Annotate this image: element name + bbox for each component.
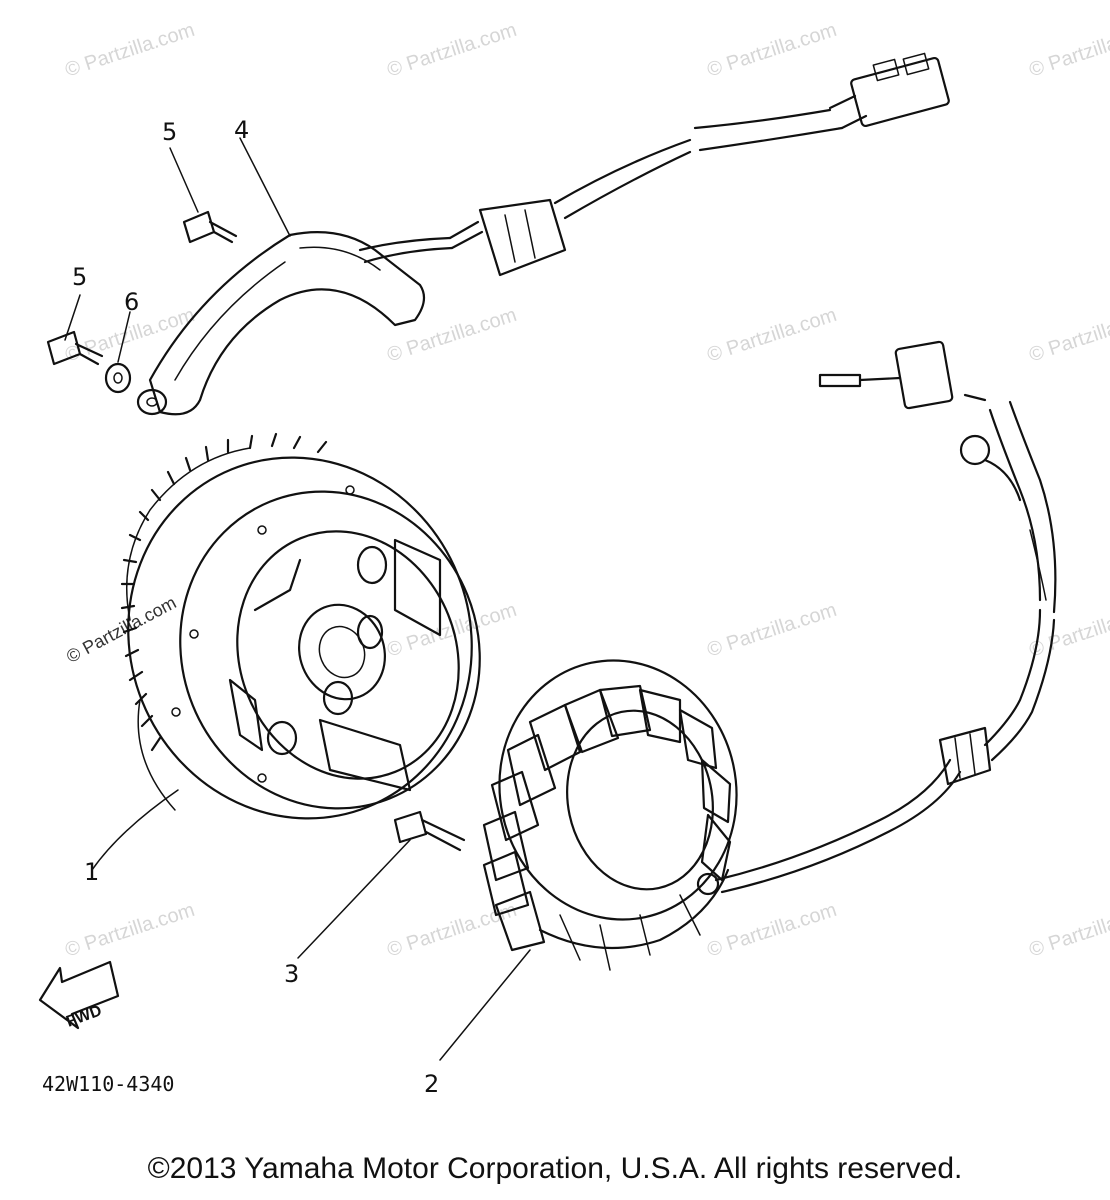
stator-assembly	[482, 659, 738, 971]
pickup-harness	[448, 52, 950, 277]
screw-upper	[182, 210, 238, 244]
stator-bolt	[393, 810, 466, 852]
flywheel-rotor	[120, 432, 481, 820]
washer	[104, 362, 132, 394]
callout-screw-lower: 5	[72, 263, 88, 291]
pickup-coil	[136, 231, 454, 416]
callout-flywheel: 1	[84, 858, 100, 886]
copyright-notice: ©2013 Yamaha Motor Corporation, U.S.A. A…	[147, 1152, 963, 1185]
screw-lower	[46, 330, 104, 366]
forward-arrow-icon	[38, 960, 120, 1030]
stator-harness	[714, 340, 1057, 894]
callout-screw-upper: 5	[162, 118, 178, 146]
callout-washer: 6	[124, 288, 140, 316]
drawing-number: 42W110-4340	[42, 1072, 175, 1096]
leader-lines	[64, 137, 531, 1061]
callout-pickup-coil: 4	[234, 116, 250, 144]
callout-stator-bolt: 3	[284, 960, 300, 988]
callout-stator: 2	[424, 1070, 440, 1098]
